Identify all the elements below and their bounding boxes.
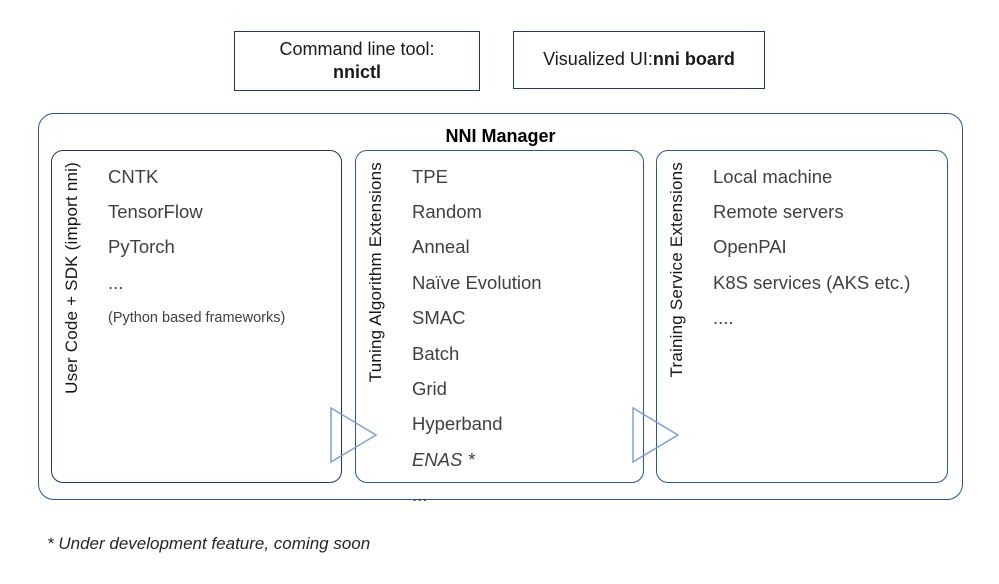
list-item: ... (412, 484, 428, 506)
list-item: Naïve Evolution (412, 271, 542, 293)
list-item: SMAC (412, 307, 466, 329)
visualized-ui-label: Visualized UI: (543, 49, 653, 70)
list-item: TPE (412, 165, 448, 187)
nni-manager-container: NNI Manager User Code + SDK (import nni)… (38, 113, 963, 505)
nni-manager-title: NNI Manager (445, 126, 556, 146)
command-line-tool-box: Command line tool: nnictl (234, 31, 480, 91)
tuning-algorithm-panel: Tuning Algorithm Extensions TPE Random A… (355, 150, 644, 505)
nnictl-label: nnictl (333, 62, 381, 82)
visualized-ui-box: Visualized UI: nni board (513, 31, 765, 89)
list-item: Grid (412, 378, 447, 400)
list-item: TensorFlow (108, 201, 203, 223)
flow-arrow-icon (330, 407, 378, 463)
list-item: Hyperband (412, 413, 503, 435)
list-item: Remote servers (713, 201, 844, 223)
nni-board-label: nni board (652, 49, 735, 70)
user-code-sdk-panel: User Code + SDK (import nni) CNTK Tensor… (51, 150, 342, 483)
list-item: Batch (412, 342, 460, 364)
command-line-tool-label: Command line tool: (279, 38, 435, 59)
list-item: (Python based frameworks) (108, 310, 286, 327)
list-item: OpenPAI (713, 236, 787, 258)
tuning-algorithm-label: Tuning Algorithm Extensions (366, 162, 385, 383)
user-code-sdk-label: User Code + SDK (import nni) (62, 162, 81, 394)
list-item: .... (713, 307, 734, 329)
list-item: ... (108, 271, 124, 293)
footnote: * Under development feature, coming soon (47, 534, 371, 553)
list-item: ENAS * (412, 448, 475, 470)
list-item: Anneal (412, 236, 470, 258)
framework-list: CNTK TensorFlow PyTorch ... (Python base… (108, 159, 339, 336)
list-item: CNTK (108, 165, 159, 187)
tuner-list: TPE Random Anneal Naïve Evolution SMAC B… (412, 159, 641, 513)
flow-arrow-icon (632, 407, 680, 463)
training-service-list: Local machine Remote servers OpenPAI K8S… (713, 159, 945, 336)
list-item: Random (412, 201, 482, 223)
list-item: PyTorch (108, 236, 175, 258)
list-item: K8S services (AKS etc.) (713, 271, 911, 293)
training-service-label: Training Service Extensions (667, 162, 686, 378)
training-service-panel: Training Service Extensions Local machin… (656, 150, 948, 483)
list-item: Local machine (713, 165, 833, 187)
